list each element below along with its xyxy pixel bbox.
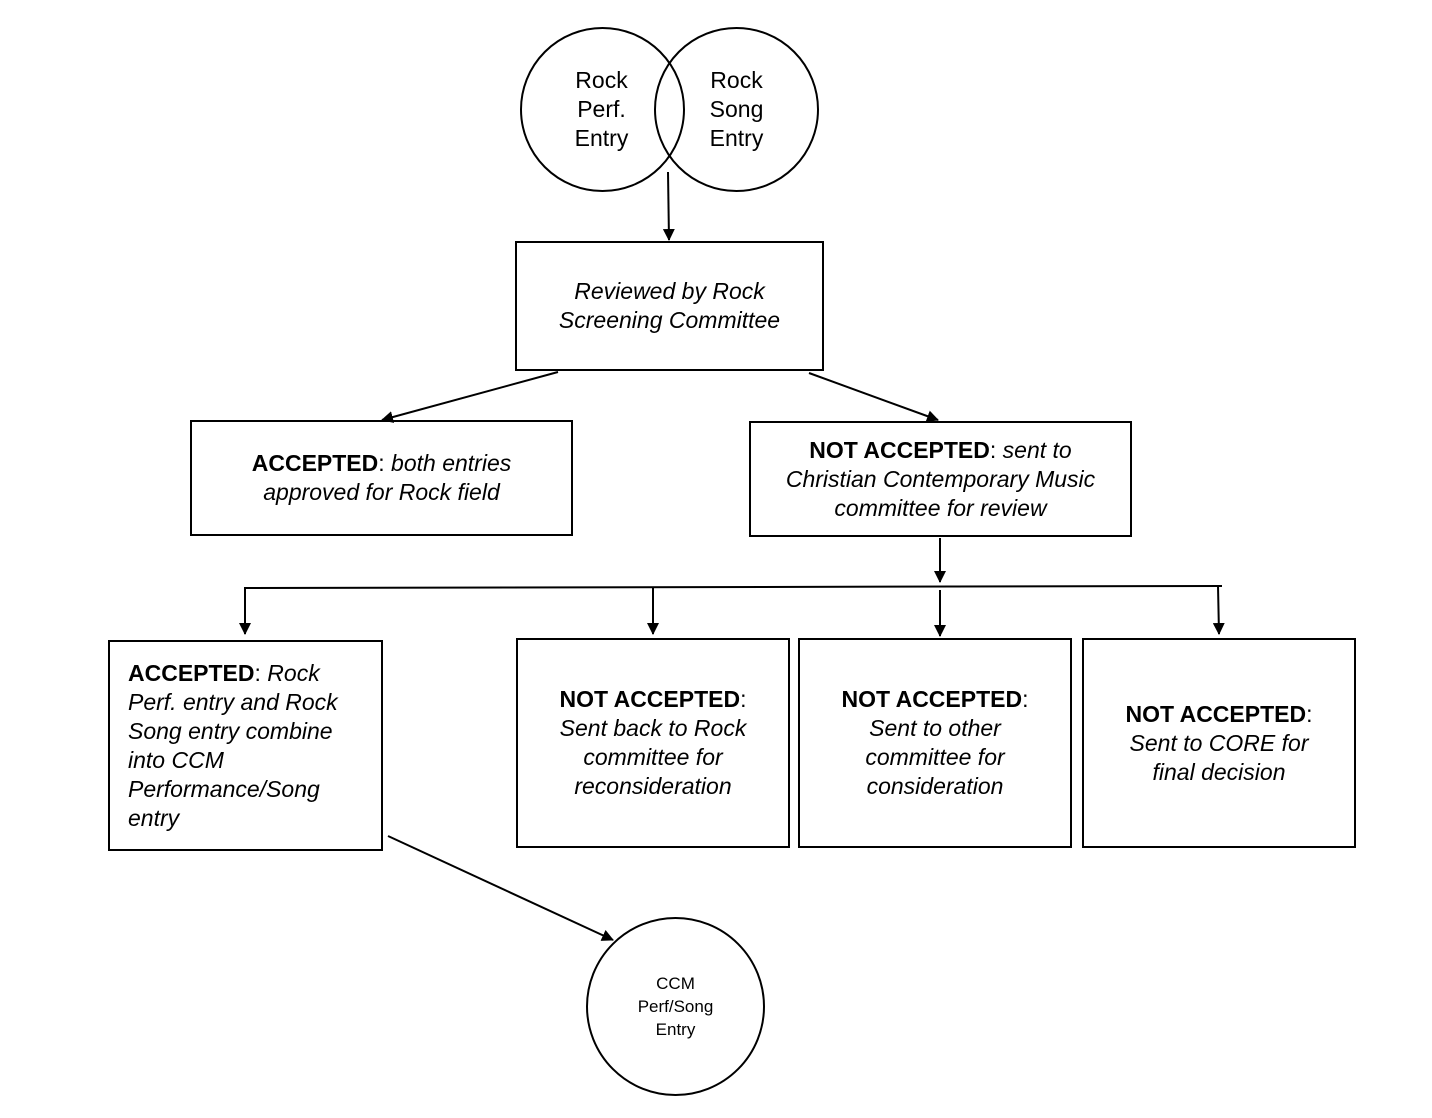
sent-core-body-2: final decision (1152, 758, 1286, 785)
sent-other-body-3: consideration (866, 773, 1004, 799)
sent-back-rock-sep: : (740, 686, 747, 712)
accepted-ccm-combine-node: ACCEPTED: Rock Perf. entry and Rock Song… (108, 640, 383, 851)
accepted-ccm-first-line: ACCEPTED: Rock (128, 659, 320, 688)
sent-back-rock-heading: NOT ACCEPTED (559, 686, 741, 712)
sent-other-sep: : (1022, 686, 1029, 712)
sent-back-rock-body-3: reconsideration (574, 773, 732, 799)
edge-screening-to-not-accepted-ccm (808, 372, 939, 422)
accepted-rock-field-node: ACCEPTED: both entries approved for Rock… (190, 420, 573, 536)
rock-song-line-3: Entry (709, 125, 764, 151)
sent-to-other-committee-node: NOT ACCEPTED: Sent to other committee fo… (798, 638, 1072, 848)
not-accepted-ccm-heading: NOT ACCEPTED (809, 436, 990, 463)
not-accepted-ccm-first-line: NOT ACCEPTED: sent to (809, 436, 1071, 465)
edge-accepted-ccm-to-ccm-entry (387, 835, 614, 941)
not-accepted-ccm-review-node: NOT ACCEPTED: sent to Christian Contempo… (749, 421, 1132, 537)
ccm-perf-song-entry-node: CCM Perf/Song Entry (586, 917, 765, 1096)
sent-core-sep: : (1306, 700, 1313, 727)
edge-screening-to-accepted-rock (381, 371, 559, 423)
accepted-ccm-body-2: Song entry combine (128, 717, 333, 744)
accepted-rock-first-line: ACCEPTED: both entries (252, 449, 512, 478)
accepted-ccm-sep: : (254, 659, 261, 686)
rock-perf-line-1: Rock (575, 67, 628, 93)
sent-back-rock-body-2: committee for (583, 744, 723, 770)
rock-screening-review-node: Reviewed by Rock Screening Committee (515, 241, 824, 371)
screening-line-2: Screening Committee (558, 307, 781, 333)
sent-to-core-node: NOT ACCEPTED: Sent to CORE for final dec… (1082, 638, 1356, 848)
accepted-rock-body-2: approved for Rock field (263, 479, 500, 505)
rock-song-line-1: Rock (710, 67, 763, 93)
sent-core-first-line: NOT ACCEPTED: (1126, 700, 1313, 729)
accepted-rock-sep: : (378, 450, 385, 476)
screening-line-1: Reviewed by Rock (574, 278, 765, 304)
rock-performance-entry-node: Rock Perf. Entry (520, 27, 685, 192)
rock-song-line-2: Song (709, 96, 764, 122)
sent-core-body-1: Sent to CORE for (1129, 729, 1309, 756)
sent-other-body-2: committee for (865, 744, 1005, 770)
edge-branch-to-sent-core (1212, 585, 1225, 635)
sent-back-to-rock-node: NOT ACCEPTED: Sent back to Rock committe… (516, 638, 790, 848)
not-accepted-ccm-sep: : (989, 436, 997, 463)
sent-other-first-line: NOT ACCEPTED: (842, 685, 1029, 714)
accepted-ccm-body-first: Rock (267, 659, 320, 686)
accepted-ccm-body-5: entry (128, 804, 180, 831)
ccm-entry-line-2: Perf/Song (637, 997, 714, 1016)
sent-back-rock-body-1: Sent back to Rock (559, 715, 747, 741)
accepted-ccm-body-1: Perf. entry and Rock (128, 688, 338, 715)
sent-other-heading: NOT ACCEPTED (841, 686, 1023, 712)
accepted-rock-body-1: both entries (391, 450, 512, 476)
edge-entries-to-screening (662, 171, 675, 241)
rock-perf-line-3: Entry (574, 125, 629, 151)
accepted-rock-heading: ACCEPTED (251, 450, 379, 476)
sent-core-heading: NOT ACCEPTED (1125, 700, 1307, 727)
sent-back-rock-first-line: NOT ACCEPTED: (560, 685, 747, 714)
accepted-ccm-body-4: Performance/Song (128, 775, 320, 802)
rock-song-entry-node: Rock Song Entry (654, 27, 819, 192)
rock-perf-line-2: Perf. (577, 96, 626, 122)
branch-bus (243, 585, 1223, 589)
ccm-entry-line-1: CCM (656, 974, 695, 993)
not-accepted-ccm-body-1: Christian Contemporary Music (785, 465, 1096, 492)
ccm-entry-line-3: Entry (655, 1020, 696, 1039)
not-accepted-ccm-body-first: sent to (1002, 436, 1072, 463)
accepted-ccm-heading: ACCEPTED (128, 659, 255, 686)
sent-other-body-1: Sent to other (869, 715, 1001, 741)
accepted-ccm-body-3: into CCM (128, 746, 224, 773)
not-accepted-ccm-body-2: committee for review (834, 494, 1047, 521)
